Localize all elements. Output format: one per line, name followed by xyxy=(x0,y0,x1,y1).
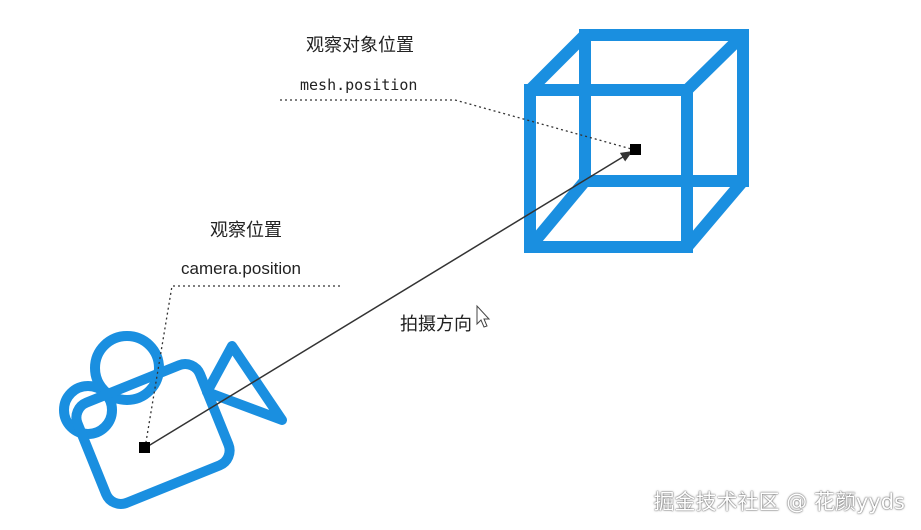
mesh-position-marker xyxy=(630,144,641,155)
camera-title: 观察位置 xyxy=(210,220,282,241)
mouse-pointer-icon xyxy=(476,304,491,328)
cube-wireframe-icon xyxy=(524,29,749,253)
target-code: mesh.position xyxy=(300,76,417,94)
mesh-leader-line xyxy=(280,99,636,151)
movie-camera-icon xyxy=(59,331,287,509)
watermark: 掘金技术社区 @ 花颜yyds xyxy=(653,490,905,514)
direction-label: 拍摄方向 xyxy=(400,314,472,335)
camera-leader-line xyxy=(144,285,340,449)
camera-code: camera.position xyxy=(181,259,301,278)
direction-arrow xyxy=(144,150,633,449)
target-title: 观察对象位置 xyxy=(306,35,414,56)
camera-position-marker xyxy=(139,442,150,453)
leader-lines xyxy=(144,99,636,449)
